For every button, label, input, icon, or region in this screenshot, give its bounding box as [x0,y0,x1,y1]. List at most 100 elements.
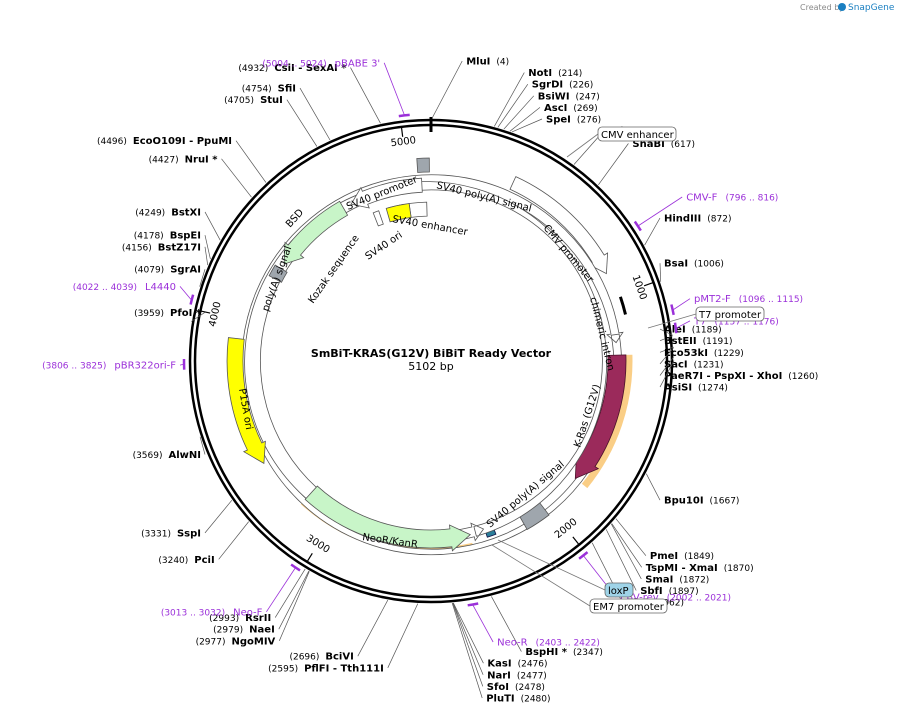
neor-kanr-feature[interactable] [304,485,472,552]
restriction-site[interactable]: BstZ17I(4156) [122,242,201,253]
site-leader-line [659,346,674,353]
site-name: BciVI [325,652,353,663]
restriction-site[interactable]: BciVI(2696) [289,652,353,663]
site-leader-line [204,246,209,266]
loxp-callout-box[interactable] [604,582,634,598]
restriction-site[interactable]: SfiI(4754) [242,84,296,95]
primer-site[interactable]: CMV-F(796 .. 816) [686,193,778,204]
primer-site[interactable]: Neo-F(3013 .. 3032) [161,607,263,618]
restriction-site[interactable]: HindIII(872) [664,214,732,225]
sv40-enhancer-feature[interactable] [408,201,428,218]
kozak-sequence-feature[interactable] [372,210,384,227]
restriction-site[interactable]: Eco53kI(1229) [664,348,744,359]
kras-orf-highlight [581,354,633,489]
primer-site[interactable]: L4440(4022 .. 4039) [73,282,176,293]
restriction-site[interactable]: AleI(1189) [664,325,722,336]
kras-g12v-feature[interactable] [574,354,627,480]
primer-name: pBABE 3' [335,58,381,69]
restriction-site[interactable]: MluI(4) [466,57,509,68]
restriction-site[interactable]: AsiSI(1274) [664,383,728,394]
restriction-site[interactable]: NarI(2477) [487,670,547,681]
restriction-site[interactable]: BsiWI(247) [538,91,600,102]
restriction-site[interactable]: NaeI(2979) [213,625,275,636]
restriction-site[interactable]: SspI(3331) [141,528,201,539]
primer-leader-line [383,62,405,115]
t7-promoter-callout-box[interactable] [695,306,765,322]
restriction-site[interactable]: BspHI *(2347) [525,647,603,658]
restriction-site[interactable]: BspEI(4178) [134,231,201,242]
restriction-site[interactable]: PflFI - Tth111I(2595) [268,663,384,674]
restriction-site[interactable]: BsaI(1006) [664,259,724,270]
restriction-site[interactable]: SmaI(1872) [645,574,709,585]
site-position: (2979) [213,626,243,636]
restriction-site[interactable]: SgrDI(226) [532,80,594,91]
site-name: PmeI [650,551,678,562]
site-position: (872) [707,215,731,225]
restriction-site[interactable]: NruI *(4427) [149,154,219,165]
restriction-site[interactable]: SacI(1231) [664,359,724,370]
restriction-site[interactable]: PmeI(1849) [650,551,714,562]
site-leader-line [299,87,331,141]
restriction-site[interactable]: SbfI(1897) [640,586,698,597]
restriction-site[interactable]: SnaBI(617) [632,139,695,150]
restriction-site[interactable]: PfoI *(3959) [134,308,202,319]
primer-name: Neo-R [497,638,528,649]
site-position: (4249) [135,208,165,218]
primer-site[interactable]: T7(1157 .. 1176) [693,316,779,327]
site-name: PaeR7I - PspXI - XhoI [664,371,782,382]
bsd-feature[interactable] [283,200,349,265]
site-position: (4705) [224,96,254,106]
restriction-site[interactable]: CsiI - SexAI *(4932) [238,63,347,74]
site-leader-line [452,602,484,687]
primer-sites: CMV-F(796 .. 816) pMT2-F(1096 .. 1115) T7(… [42,58,803,648]
primer-name: Neo-F [233,607,263,618]
restriction-site[interactable]: SfoI(2478) [487,682,545,693]
cmv-promoter-feature[interactable] [509,176,609,275]
polya-signal-feature[interactable] [268,264,288,283]
site-position: (1189) [692,326,722,336]
primer-site[interactable]: Neo-R(2403 .. 2422) [497,638,600,649]
site-leader-line [452,602,484,675]
em7-promoter-feature[interactable] [244,181,608,544]
restriction-site[interactable]: BstXI(4249) [135,207,201,218]
sv40-polya-feature-1[interactable] [416,157,430,173]
em7-promoter-callout-box[interactable] [589,598,668,614]
site-leader-line [191,312,206,322]
restriction-site[interactable]: StuI(4705) [224,95,283,106]
restriction-site[interactable]: Bpu10I(1667) [664,496,739,507]
restriction-site[interactable]: NotI(214) [528,68,582,79]
primer-position: (5004 .. 5024) [262,59,326,69]
cmv-enhancer-callout-box[interactable] [597,126,677,142]
site-name: Bpu10I [664,496,704,507]
restriction-site[interactable]: PaeR7I - PspXI - XhoI(1260) [664,371,818,382]
site-position: (1870) [724,564,754,574]
site-leader-line [659,328,673,336]
restriction-site[interactable]: SpeI(276) [546,115,601,126]
site-position: (2477) [517,671,547,681]
primer-site[interactable]: pMT2-F(1096 .. 1115) [694,294,803,305]
restriction-site[interactable]: SgrAI(4079) [134,265,201,276]
sv40-promoter-feature[interactable] [350,177,423,209]
snapgene-credit: Created by SnapGene [800,3,895,13]
chimeric-intron-feature[interactable] [618,296,627,315]
restriction-site[interactable]: RsrII(2993) [209,613,271,624]
sv40-ori-feature[interactable] [385,203,412,223]
site-name: KasI [487,659,511,670]
primer-arrow [670,304,675,316]
primer-leader-line [676,320,691,329]
restriction-site[interactable]: AscI(269) [544,103,598,114]
restriction-site[interactable]: KasI(2476) [487,659,547,670]
restriction-site[interactable]: TspMI - XmaI(1870) [646,563,754,574]
restriction-site[interactable]: NgoMIV(2977) [196,636,276,647]
p15a-ori-feature[interactable] [226,337,266,465]
restriction-site[interactable]: EcoO109I - PpuMI(4496) [97,136,232,147]
restriction-site[interactable]: PluTI(2480) [486,694,550,705]
site-name: SacI [664,359,688,370]
primer-site[interactable]: pBABE 3' (5004 .. 5024) [262,58,380,69]
primer-site[interactable]: EBV-rev(2002 .. 2021) [620,593,731,604]
t7-promoter-feature[interactable] [241,174,624,556]
restriction-site[interactable]: AlwNI(3569) [133,450,201,461]
primer-site[interactable]: pBR322ori-F(3806 .. 3825) [42,361,176,372]
restriction-site[interactable]: PciI(3240) [158,555,214,566]
restriction-site[interactable]: BstEII(1191) [664,336,733,347]
